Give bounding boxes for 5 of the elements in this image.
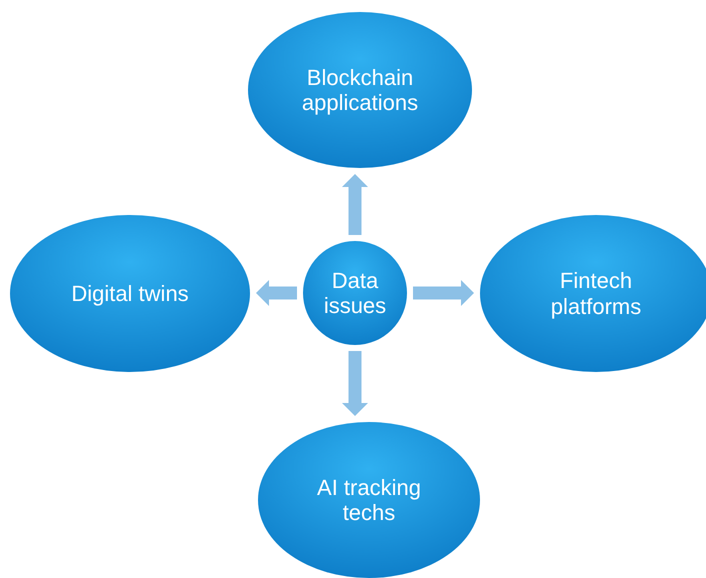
node-label: Fintech platforms	[550, 268, 642, 319]
node-label: Digital twins	[71, 280, 189, 306]
node-label: AI tracking techs	[316, 474, 422, 526]
node-label: Data issues	[322, 268, 388, 318]
node-label: Blockchain applications	[300, 64, 420, 116]
